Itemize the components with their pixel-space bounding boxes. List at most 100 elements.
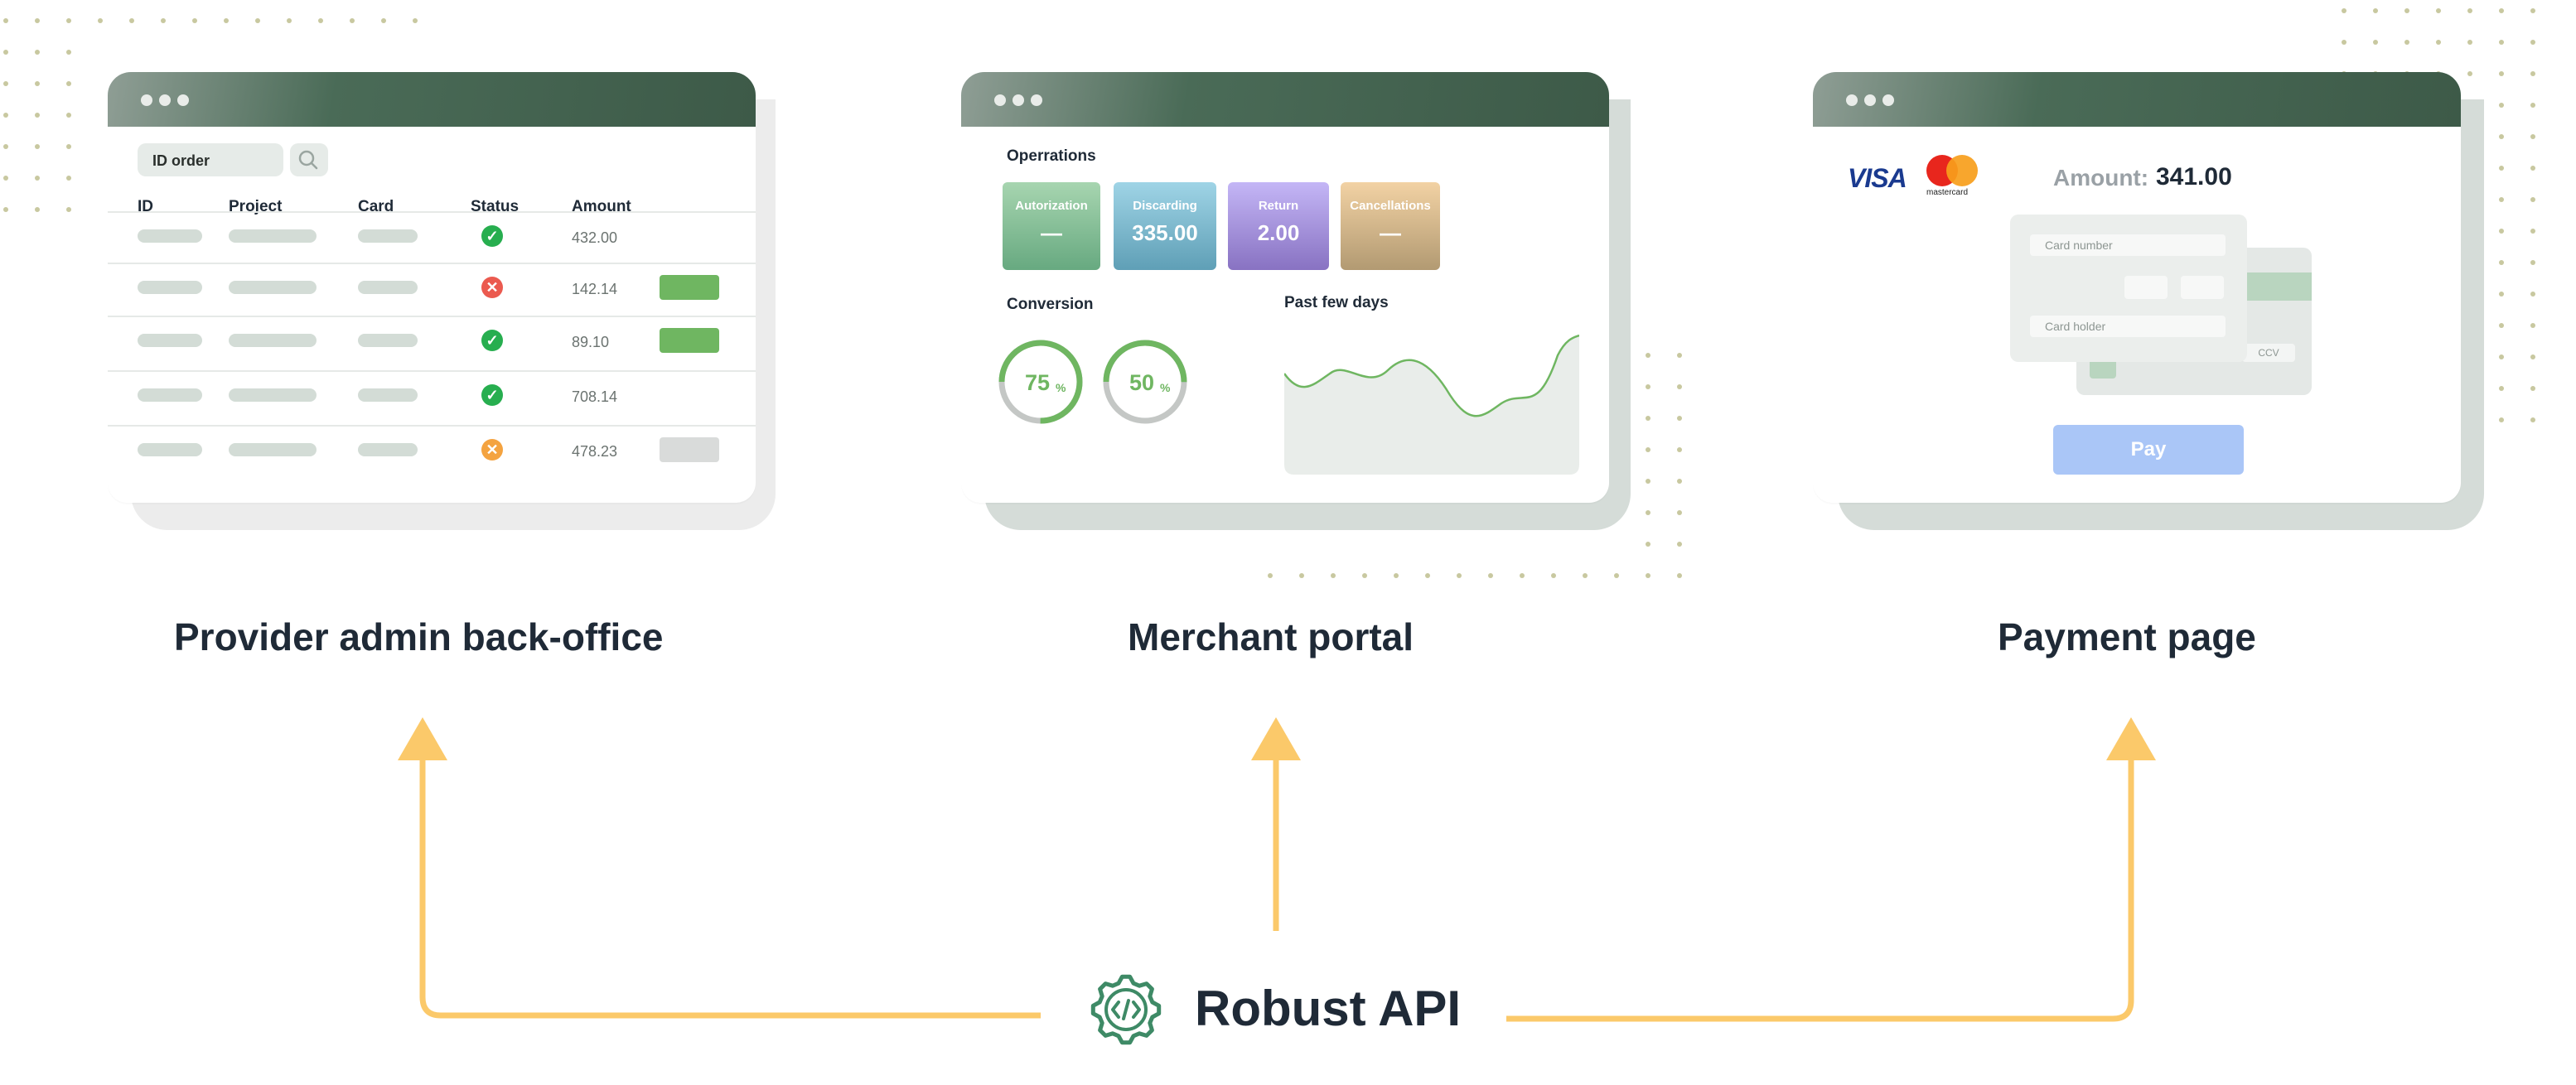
- decorative-dot: [1425, 573, 1430, 578]
- placeholder-cell: [138, 443, 202, 456]
- decorative-dot: [2499, 323, 2504, 328]
- decorative-dot: [1331, 573, 1336, 578]
- gauge-fill: [998, 340, 1083, 424]
- merchant-window: Operrations Autorization — Discarding 33…: [961, 72, 1609, 503]
- decorative-dot: [2530, 386, 2535, 391]
- pay-button-label: Pay: [2130, 438, 2167, 461]
- table-row[interactable]: ✓708.14: [108, 370, 756, 422]
- operations-label: Operrations: [1007, 147, 1096, 165]
- decorative-dot: [413, 18, 418, 23]
- decorative-dot: [2530, 8, 2535, 13]
- card-holder-field[interactable]: Card holder: [2030, 316, 2226, 337]
- arrowhead-payment: [2106, 717, 2156, 760]
- decorative-dot: [2404, 40, 2409, 45]
- amount-value: 341.00: [2156, 163, 2232, 190]
- decorative-dot: [2436, 8, 2441, 13]
- row-action-button[interactable]: [660, 328, 719, 353]
- tile-label: Cancellations: [1350, 199, 1431, 213]
- admin-panel-title: Provider admin back-office: [174, 615, 664, 658]
- decorative-dot: [1677, 542, 1682, 547]
- visa-logo: VISA: [1848, 163, 1907, 193]
- decorative-dot: [1677, 353, 1682, 358]
- decorative-dot: [255, 18, 260, 23]
- decorative-dot: [2530, 260, 2535, 265]
- search-button[interactable]: [290, 143, 328, 176]
- trend-chart: [1284, 330, 1579, 475]
- decorative-dot: [1677, 479, 1682, 484]
- decorative-dot: [1677, 384, 1682, 389]
- decorative-dot: [2499, 292, 2504, 297]
- gauge-fill: [1103, 340, 1187, 424]
- tile-autorization[interactable]: Autorization —: [1003, 182, 1100, 270]
- order-id-search-input[interactable]: ID order: [138, 143, 283, 176]
- table-row[interactable]: ✕142.14: [108, 263, 756, 314]
- column-header-status: Status: [471, 198, 520, 215]
- tile-value: 335.00: [1132, 220, 1198, 245]
- table-row[interactable]: ✓432.00: [108, 211, 756, 263]
- decorative-dot: [2373, 40, 2378, 45]
- table-row-divider: [108, 211, 756, 213]
- row-action-button[interactable]: [660, 437, 719, 462]
- tile-discarding[interactable]: Discarding 335.00: [1114, 182, 1216, 270]
- decorative-dot: [1646, 384, 1650, 389]
- decorative-dot: [35, 50, 40, 55]
- decorative-dot: [1394, 573, 1399, 578]
- decorative-dot: [66, 144, 71, 149]
- mastercard-logo: mastercard: [1923, 155, 1981, 197]
- placeholder-cell: [229, 443, 317, 456]
- payment-panel-title: Payment page: [1998, 615, 2256, 658]
- cross-icon: ✕: [481, 439, 503, 461]
- expiry-month-field[interactable]: [2124, 276, 2168, 299]
- expiry-year-field[interactable]: [2181, 276, 2224, 299]
- placeholder-cell: [138, 334, 202, 347]
- decorative-dot: [2530, 292, 2535, 297]
- amount-label: Amount:: [2053, 165, 2149, 190]
- tile-cancellations[interactable]: Cancellations —: [1341, 182, 1440, 270]
- admin-titlebar: [108, 72, 756, 127]
- decorative-dot: [129, 18, 134, 23]
- admin-window: ID order ID Project Card Status Amount ✓…: [108, 72, 756, 503]
- decorative-dot: [1677, 416, 1682, 421]
- column-header-id: ID: [138, 198, 153, 215]
- card-front: Card number Card holder: [2010, 215, 2247, 362]
- pay-button[interactable]: Pay: [2053, 425, 2244, 475]
- decorative-dot: [1646, 447, 1650, 452]
- amount-cell: 89.10: [572, 334, 610, 350]
- decorative-dot: [1646, 353, 1650, 358]
- decorative-dot: [1646, 416, 1650, 421]
- table-row[interactable]: ✓89.10: [108, 316, 756, 367]
- decorative-dot: [2499, 166, 2504, 171]
- decorative-dot: [66, 113, 71, 118]
- row-action-button[interactable]: [660, 275, 719, 300]
- column-header-amount: Amount: [572, 198, 631, 215]
- decorative-dot: [3, 18, 8, 23]
- decorative-dot: [2499, 8, 2504, 13]
- decorative-dot: [66, 18, 71, 23]
- tile-value: —: [1380, 220, 1401, 245]
- decorative-dot: [1677, 573, 1682, 578]
- decorative-dot: [318, 18, 323, 23]
- amount-cell: 432.00: [572, 229, 618, 246]
- table-row[interactable]: ✕478.23: [108, 425, 756, 476]
- decorative-dot: [2530, 229, 2535, 234]
- placeholder-cell: [229, 281, 317, 294]
- ccv-field[interactable]: CCV: [2242, 344, 2295, 362]
- decorative-dot: [2499, 197, 2504, 202]
- decorative-dot: [287, 18, 292, 23]
- decorative-dot: [1551, 573, 1556, 578]
- window-dot: [1013, 94, 1024, 106]
- placeholder-cell: [138, 229, 202, 243]
- decorative-dot: [2467, 40, 2472, 45]
- placeholder-cell: [138, 281, 202, 294]
- table-row-divider: [108, 263, 756, 264]
- code-brackets-glyph: [1111, 999, 1141, 1020]
- window-dot: [1846, 94, 1858, 106]
- trend-line: [1284, 334, 1579, 417]
- decorative-dot: [2499, 229, 2504, 234]
- window-dot: [1864, 94, 1876, 106]
- card-number-field[interactable]: Card number: [2030, 234, 2226, 256]
- tile-return[interactable]: Return 2.00: [1228, 182, 1329, 270]
- decorative-dot: [98, 18, 103, 23]
